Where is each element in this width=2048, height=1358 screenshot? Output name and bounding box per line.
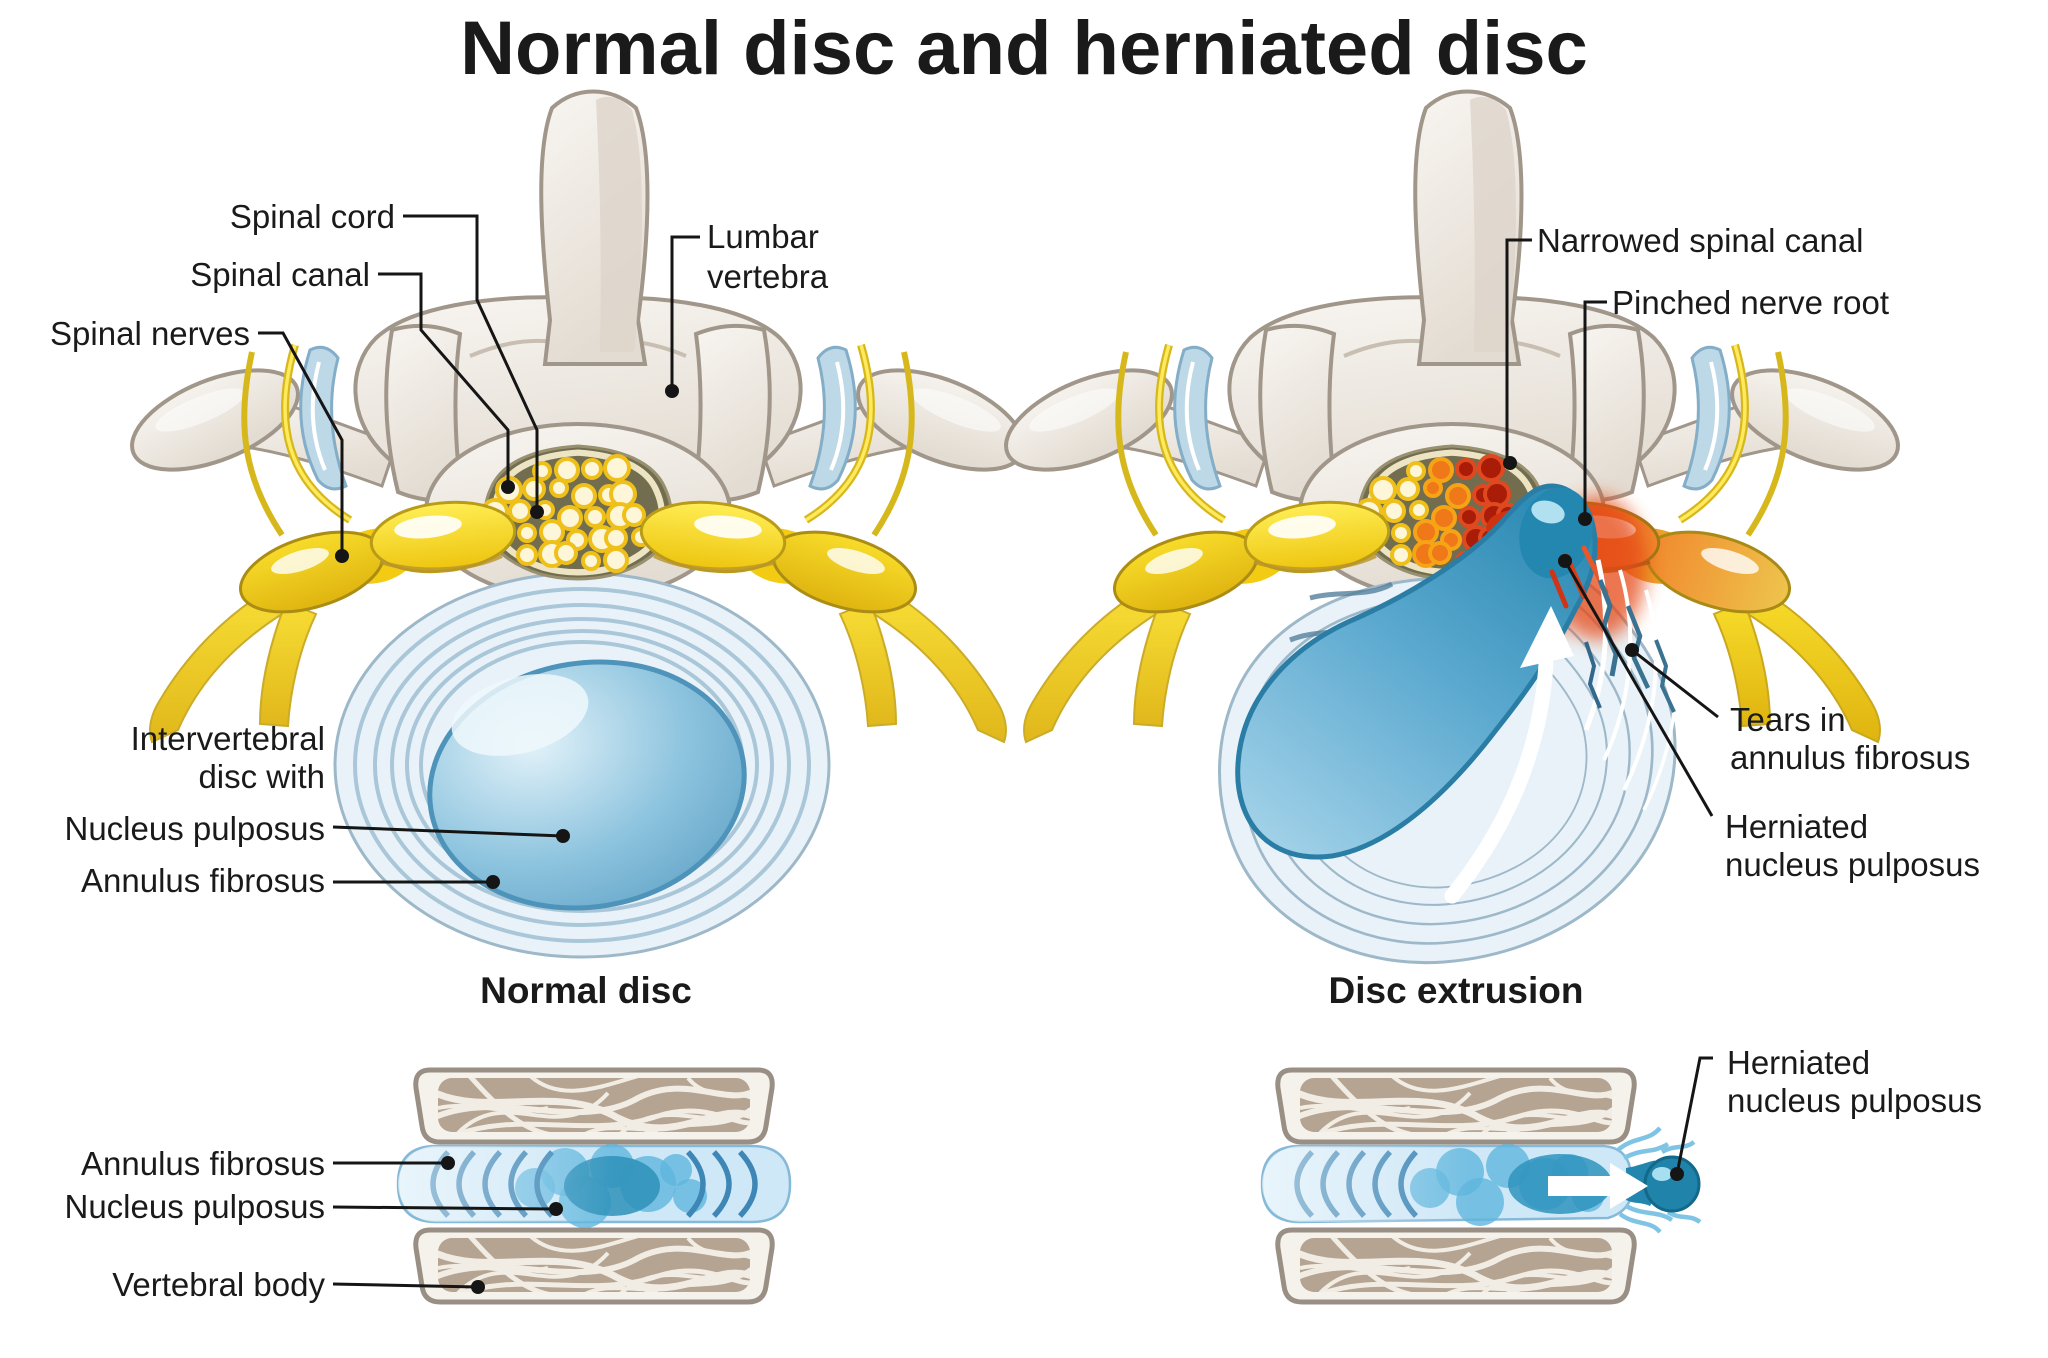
label-intervertebral-disc: Intervertebral	[131, 720, 325, 757]
svg-text:nucleus pulposus: nucleus pulposus	[1725, 846, 1980, 883]
label-annulus-fibrosus: Annulus fibrosus	[81, 862, 325, 899]
label-spinal-nerves: Spinal nerves	[50, 315, 250, 352]
extrusion-arrow	[1444, 606, 1574, 904]
label-spinal-cord: Spinal cord	[230, 198, 395, 235]
svg-text:annulus fibrosus: annulus fibrosus	[1730, 739, 1970, 776]
labels: Spinal cord Spinal canal Spinal nerves L…	[50, 198, 1982, 1303]
caption-normal-disc: Normal disc	[480, 970, 692, 1011]
lateral-normal-figure	[396, 1070, 792, 1302]
label-lumbar-vertebra: Lumbar	[707, 218, 819, 255]
axial-normal-figure	[116, 89, 1040, 959]
extruded-nucleus-blob	[1643, 1155, 1701, 1213]
label-herniated-nucleus-lateral: Herniated	[1727, 1044, 1870, 1081]
lateral-herniated-disc	[1260, 1126, 1702, 1234]
herniated-nucleus-illustration	[1235, 483, 1598, 860]
leader-lines	[258, 214, 1719, 1294]
axial-herniated-figure	[990, 89, 1914, 965]
lateral-herniated-figure	[1260, 1070, 1702, 1302]
label-annulus-fibrosus-lateral: Annulus fibrosus	[81, 1145, 325, 1182]
label-nucleus-pulposus-lateral: Nucleus pulposus	[65, 1188, 326, 1225]
label-tears-in-annulus: Tears in	[1730, 701, 1846, 738]
extrusion-arrow-small	[1548, 1163, 1648, 1209]
svg-text:vertebra: vertebra	[707, 258, 829, 295]
label-nucleus-pulposus: Nucleus pulposus	[65, 810, 326, 847]
normal-disc-illustration	[333, 571, 831, 959]
label-spinal-canal: Spinal canal	[190, 256, 370, 293]
svg-text:disc with: disc with	[198, 758, 325, 795]
label-narrowed-spinal-canal: Narrowed spinal canal	[1537, 222, 1864, 259]
svg-text:nucleus pulposus: nucleus pulposus	[1727, 1082, 1982, 1119]
lateral-normal-disc	[396, 1144, 792, 1228]
label-herniated-nucleus: Herniated	[1725, 808, 1868, 845]
page-title: Normal disc and herniated disc	[460, 6, 1588, 91]
caption-disc-extrusion: Disc extrusion	[1329, 970, 1584, 1011]
label-vertebral-body: Vertebral body	[112, 1266, 325, 1303]
label-pinched-nerve-root: Pinched nerve root	[1612, 284, 1889, 321]
spinal-canal-normal	[481, 444, 673, 581]
